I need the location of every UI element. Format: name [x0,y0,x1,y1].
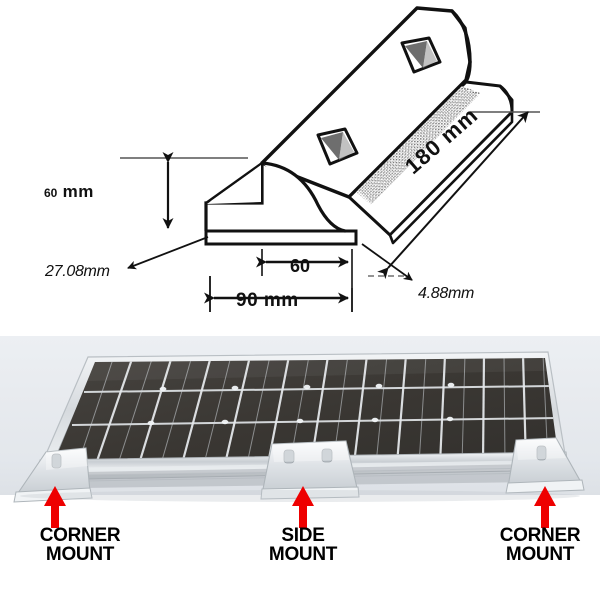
corner-right-line2: MOUNT [505,544,575,565]
corner-right-line1: CORNER [499,525,581,546]
corner-left-line2: MOUNT [45,544,115,565]
label-overall-width-90mm: 90 mm [236,290,299,311]
label-inner-width-60: 60 [290,256,311,276]
label-corner-mount-left: CORNER MOUNT [20,526,140,564]
profile-inner-bevel [205,162,263,204]
bracket-line-drawing [120,6,540,312]
label-side-mount: SIDE MOUNT [258,526,348,564]
arrow-side [292,486,314,528]
technical-drawing-panel: 60 mm 27.08mm 60 90 mm 4.88mm 180 mm [44,6,540,312]
side-line2: MOUNT [268,544,338,565]
profile-base-slab [204,229,358,246]
corner-left-line1: CORNER [39,525,121,546]
leader-27mm [127,236,209,270]
product-photo-panel: CORNER MOUNT SIDE MOUNT CORNER MOUNT [0,336,600,600]
bracket-slot-mid-right [321,448,333,463]
label-thickness-27mm: 27.08mm [45,263,110,280]
label-height-60mm: 60 mm [44,182,94,201]
mounting-slot-upper [400,36,442,74]
arrow-corner-right [534,486,556,528]
side-line1: SIDE [281,525,325,546]
label-wall-488mm: 4.88mm [418,285,474,302]
corner-mount-bracket-right [505,437,585,494]
label-corner-mount-right: CORNER MOUNT [480,526,600,564]
